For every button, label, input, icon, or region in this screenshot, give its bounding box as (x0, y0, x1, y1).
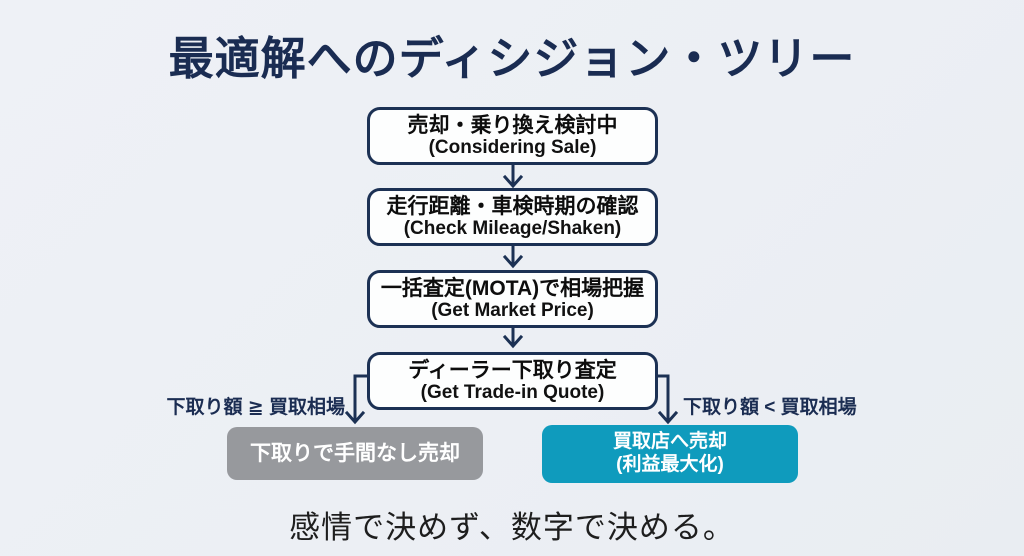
flow-box-jp-label: 売却・乗り換え検討中 (407, 113, 618, 137)
page-title: 最適解へのディシジョン・ツリー (168, 33, 856, 84)
flow-box-jp-label: 走行距離・車検時期の確認 (386, 194, 639, 218)
flow-box-en-label: (Get Trade-in Quote) (420, 382, 605, 404)
flow-box-en-label: (Get Market Price) (431, 300, 594, 322)
arrow-step3-to-step4 (502, 326, 524, 349)
flow-box-en-label: (Check Mileage/Shaken) (403, 218, 622, 240)
result-box-trade-in: 下取りで手間なし売却 (227, 427, 483, 480)
arrow-branch-right (655, 374, 679, 425)
arrow-branch-left (344, 374, 369, 425)
arrow-step2-to-step3 (502, 244, 524, 269)
branch-condition-left: 下取り額 ≧ 買取相場 (166, 397, 345, 418)
branch-condition-right: 下取り額 < 買取相場 (683, 397, 857, 418)
result-box-buyer-shop: 買取店へ売却 (利益最大化) (542, 425, 798, 483)
flow-box-en-label: (Considering Sale) (428, 137, 597, 159)
flow-box-jp-label: 一括査定(MOTA)で相場把握 (380, 276, 645, 300)
flow-box-considering-sale: 売却・乗り換え検討中 (Considering Sale) (367, 107, 658, 165)
footer-tagline: 感情で決めず、数字で決める。 (289, 510, 735, 545)
flow-box-jp-label: ディーラー下取り査定 (408, 358, 617, 382)
arrow-step1-to-step2 (502, 163, 524, 189)
flow-box-check-mileage: 走行距離・車検時期の確認 (Check Mileage/Shaken) (367, 188, 658, 246)
result-trade-in-label: 下取りで手間なし売却 (250, 441, 460, 465)
result-buyer-line1: 買取店へ売却 (612, 431, 727, 453)
result-buyer-line2: (利益最大化) (616, 454, 724, 475)
flow-box-market-price: 一括査定(MOTA)で相場把握 (Get Market Price) (367, 270, 658, 328)
flow-box-trade-in-quote: ディーラー下取り査定 (Get Trade-in Quote) (367, 352, 658, 410)
